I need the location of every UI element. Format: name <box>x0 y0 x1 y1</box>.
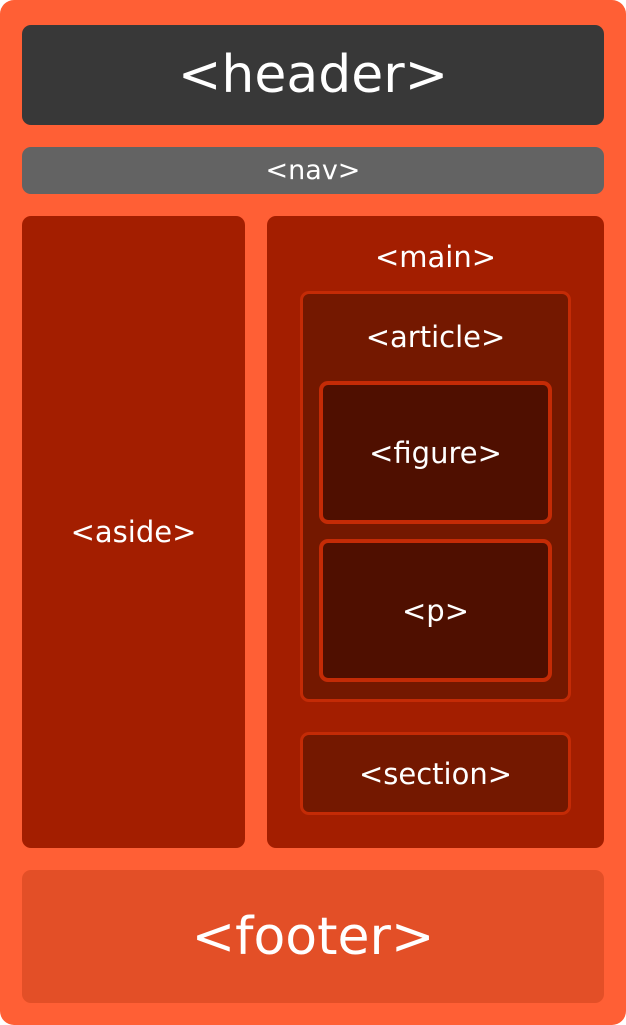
footer-block: <footer> <box>22 870 604 1003</box>
header-block: <header> <box>22 25 604 125</box>
article-label: <article> <box>365 320 506 354</box>
paragraph-label: <p> <box>401 593 469 628</box>
paragraph-block: <p> <box>319 539 552 682</box>
nav-block: <nav> <box>22 147 604 194</box>
section-block: <section> <box>300 732 571 815</box>
header-label: <header> <box>177 45 449 105</box>
figure-block: <figure> <box>319 381 552 524</box>
main-label: <main> <box>374 240 497 274</box>
aside-label: <aside> <box>70 515 197 549</box>
nav-label: <nav> <box>265 155 361 186</box>
figure-label: <figure> <box>369 435 502 470</box>
footer-label: <footer> <box>191 906 435 967</box>
section-label: <section> <box>358 756 513 791</box>
aside-block: <aside> <box>22 216 245 848</box>
